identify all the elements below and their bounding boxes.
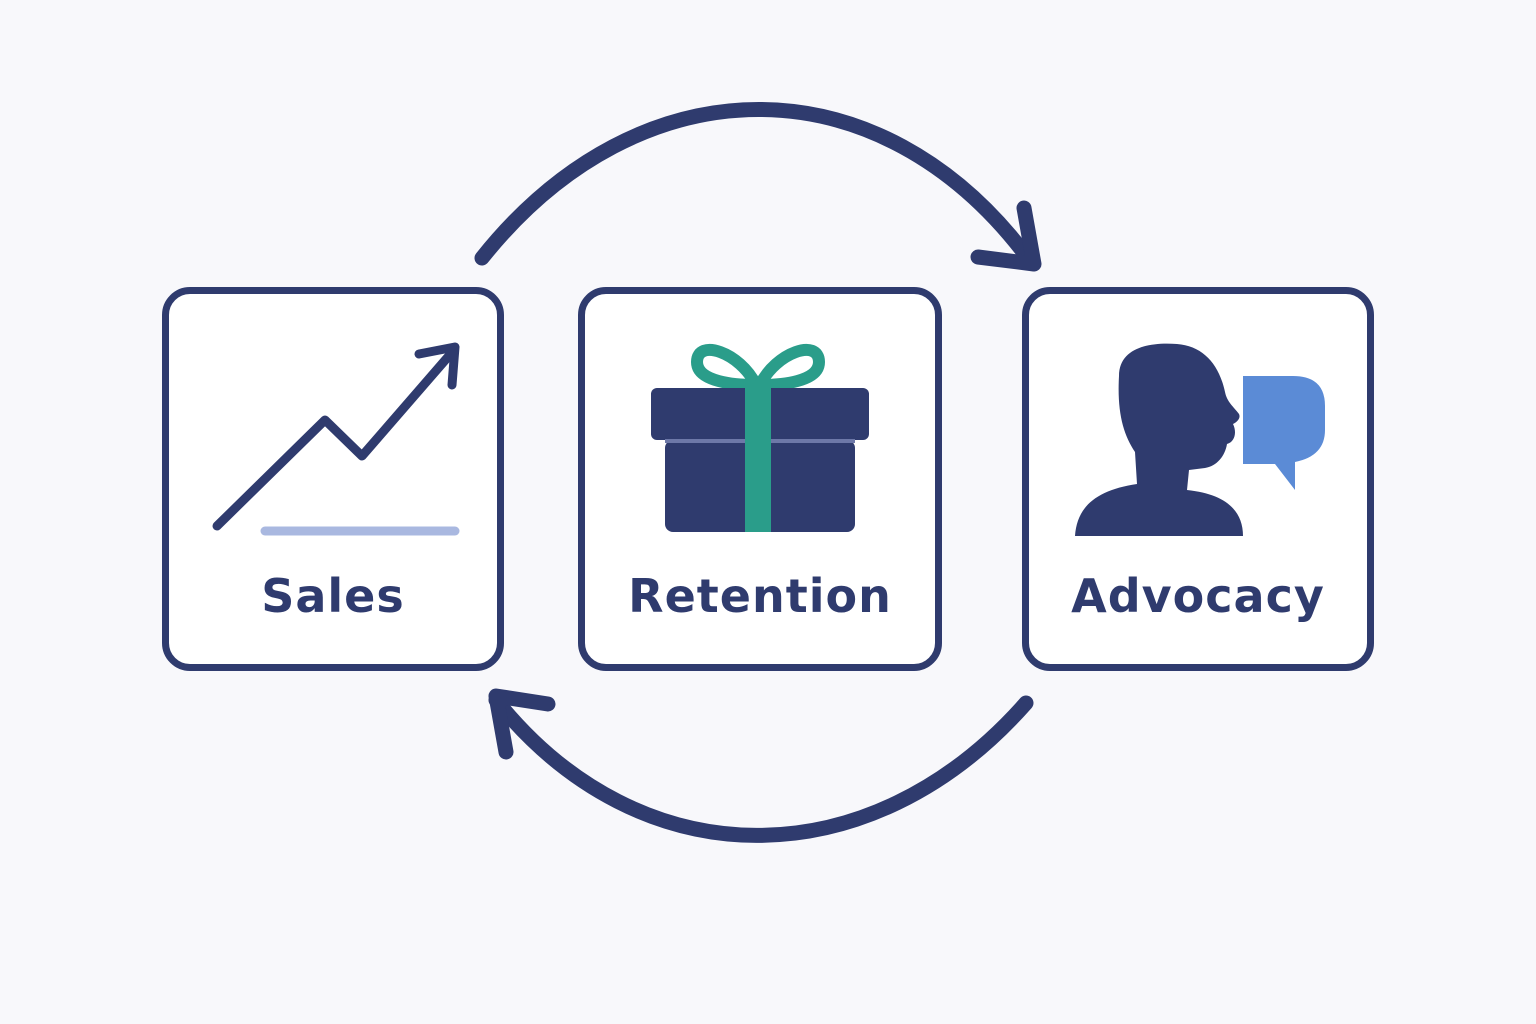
gift-box-icon xyxy=(651,344,869,532)
stage-label-retention: Retention xyxy=(628,569,892,623)
arc-arrow-left-icon xyxy=(488,688,1034,843)
arc-arrow-right-icon xyxy=(474,102,1042,272)
stage-card-retention: Retention xyxy=(578,287,942,671)
stage-label-sales: Sales xyxy=(261,569,405,623)
person-speech-bubble-icon xyxy=(1075,343,1325,536)
stage-card-sales: Sales xyxy=(162,287,504,671)
trend-up-chart-icon xyxy=(212,342,460,536)
stage-label-advocacy: Advocacy xyxy=(1071,569,1325,623)
stage-card-advocacy: Advocacy xyxy=(1022,287,1374,671)
